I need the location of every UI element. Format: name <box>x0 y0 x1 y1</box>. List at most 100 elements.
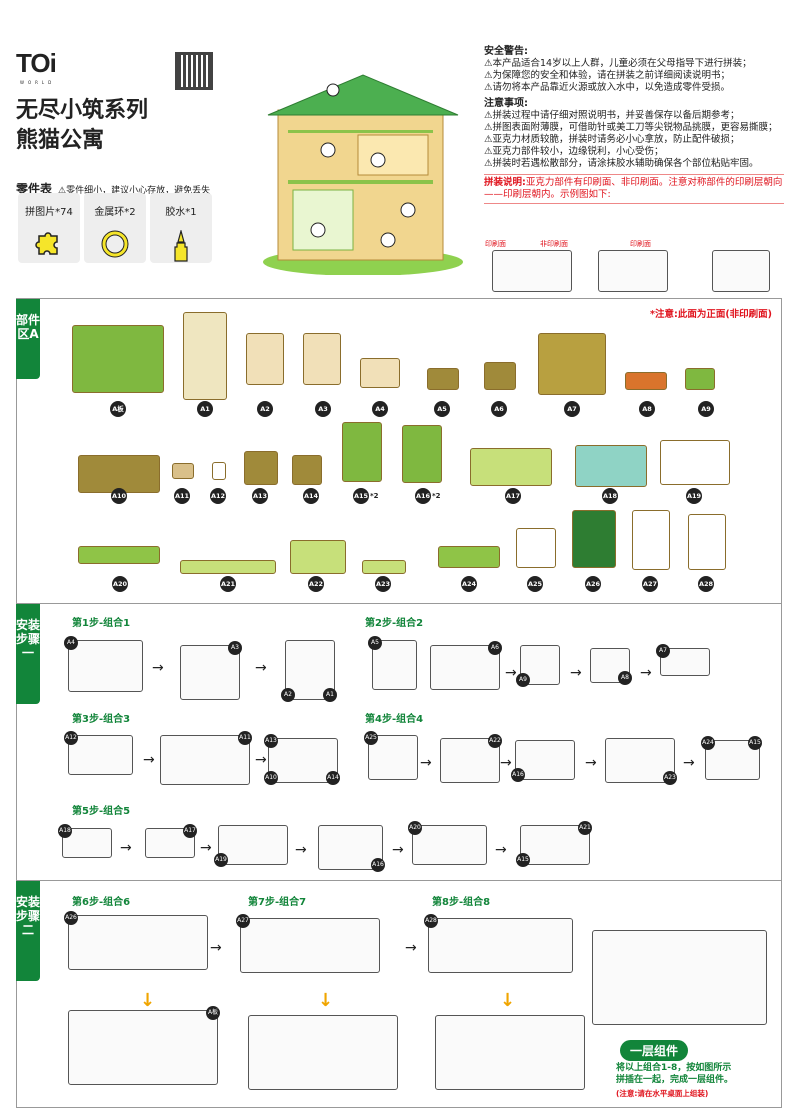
parts-warning: ⚠零件细小，建议小心存放，避免丢失 <box>58 186 211 196</box>
part-A21 <box>180 560 276 574</box>
part-A13 <box>244 451 278 485</box>
part-id: A1 <box>200 405 210 413</box>
assembly-note: 拼装说明:亚克力部件有印刷面、非印刷面。注意对称部件的印刷层朝向——印刷层朝内。… <box>484 174 784 204</box>
arrow-down-icon: ↓ <box>500 990 516 1011</box>
part-A10 <box>78 455 160 493</box>
part-label: A26 <box>585 576 601 592</box>
part-id: A24 <box>461 580 477 588</box>
part-callout: A18 <box>58 824 72 838</box>
part-callout: A22 <box>488 734 502 748</box>
assembly-diagram <box>428 918 573 973</box>
title-line2: 熊猫公寓 <box>16 128 105 153</box>
puzzle-icon <box>35 232 58 255</box>
part-id: A6 <box>494 405 504 413</box>
assembly-diagram <box>180 645 240 700</box>
part-label: A9 <box>698 401 714 417</box>
part-multiplier: *2 <box>432 492 441 500</box>
parts-side-note: *注意:此面为正面(非印刷面) <box>650 309 772 320</box>
arrow-right-icon: → <box>585 755 597 771</box>
part-callout: A15 <box>516 853 530 867</box>
example-diagram-1 <box>492 250 572 292</box>
panda-apartment-illustration <box>263 74 463 275</box>
section-divider <box>16 880 782 881</box>
part-callout: A21 <box>578 821 592 835</box>
final-badge: 一层组件 <box>620 1040 689 1061</box>
part-label: A5 <box>434 401 450 417</box>
part-label: A13 <box>252 488 268 504</box>
label-non-printed-side: 非印刷面 <box>540 240 568 248</box>
part-label: A16*2 <box>415 488 441 504</box>
arrow-right-icon: → <box>683 755 695 771</box>
part-A6 <box>484 362 516 390</box>
part-label: A1 <box>197 401 213 417</box>
part-callout: A27 <box>236 914 250 928</box>
part-id: A18 <box>602 492 618 500</box>
arrow-right-icon: → <box>420 755 432 771</box>
assembly-diagram <box>435 1015 585 1090</box>
parts-list-heading: 零件表⚠零件细小，建议小心存放，避免丢失 <box>16 180 210 197</box>
assembly-diagram <box>440 738 500 783</box>
step-title: 第5步-组合5 <box>72 806 131 817</box>
part-A1 <box>183 312 227 400</box>
arrow-right-icon: → <box>152 660 164 676</box>
arrow-right-icon: → <box>295 842 307 858</box>
part-label: A25 <box>527 576 543 592</box>
arrow-right-icon: → <box>200 840 212 856</box>
part-callout: A2 <box>281 688 295 702</box>
final-note: (注意:请在水平桌面上组装) <box>616 1089 709 1098</box>
section-tab-step-two: 安装步骤二 <box>16 881 40 981</box>
parts-card-puzzle: 拼图片*74 <box>18 193 80 263</box>
part-callout: A4 <box>64 636 78 650</box>
safety-line: ⚠为保障您的安全和体验，请在拼装之前详细阅读说明书； <box>484 70 731 81</box>
arrow-down-icon: ↓ <box>140 990 156 1011</box>
card-label: 拼图片*74 <box>25 207 73 218</box>
part-label: A20 <box>112 576 128 592</box>
part-A3 <box>303 333 341 385</box>
final-text-2: 拼插在一起，完成一层组件。 <box>616 1075 734 1085</box>
part-id: A8 <box>642 405 652 413</box>
part-A7 <box>538 333 606 395</box>
part-label: A28 <box>698 576 714 592</box>
part-callout: A17 <box>183 824 197 838</box>
arrow-right-icon: → <box>120 840 132 856</box>
part-id: A19 <box>686 492 702 500</box>
part-A23 <box>362 560 406 574</box>
brand-logo-sub: WORLD <box>20 80 56 85</box>
part-callout: A19 <box>214 853 228 867</box>
part-label: A3 <box>315 401 331 417</box>
final-instructions: 将以上组合1-8，按如图所示拼插在一起，完成一层组件。 <box>616 1062 782 1086</box>
assembly-diagram <box>605 738 675 783</box>
part-callout: A板 <box>206 1006 220 1020</box>
part-callout: A20 <box>408 821 422 835</box>
part-A20 <box>78 546 160 564</box>
example-diagram-2 <box>598 250 668 292</box>
part-id: A28 <box>698 580 714 588</box>
part-label: A4 <box>372 401 388 417</box>
part-callout: A13 <box>264 734 278 748</box>
part-id: A2 <box>260 405 270 413</box>
arrow-right-icon: → <box>405 940 417 956</box>
part-callout: A6 <box>488 641 502 655</box>
part-A28 <box>688 514 726 570</box>
part-callout: A9 <box>516 673 530 687</box>
note-line: ⚠拼图表面附薄膜，可借助针或美工刀等尖锐物品挑膜，更容易撕膜； <box>484 122 778 133</box>
part-id: A7 <box>567 405 577 413</box>
part-A26 <box>572 510 616 568</box>
arrow-down-icon: ↓ <box>318 990 334 1011</box>
arrow-right-icon: → <box>505 665 517 681</box>
part-callout: A11 <box>238 731 252 745</box>
assembly-note-text: 亚克力部件有印刷面、非印刷面。注意对称部件的印刷层朝向——印刷层朝内。示例图如下… <box>484 177 783 200</box>
part-A9 <box>685 368 715 390</box>
card-label: 金属环*2 <box>94 207 136 218</box>
section-tab-step-one: 安装步骤一 <box>16 604 40 704</box>
assembly-diagram <box>68 915 208 970</box>
part-label: A7 <box>564 401 580 417</box>
title-line1: 无尽小筑系列 <box>16 98 149 123</box>
part-id: A23 <box>375 580 391 588</box>
part-id: A9 <box>701 405 711 413</box>
part-id: A27 <box>642 580 658 588</box>
safety-heading: 安全警告: <box>484 46 528 57</box>
part-A17 <box>470 448 552 486</box>
parts-card-glue: 胶水*1 <box>150 193 212 263</box>
qr-code[interactable] <box>175 52 213 90</box>
